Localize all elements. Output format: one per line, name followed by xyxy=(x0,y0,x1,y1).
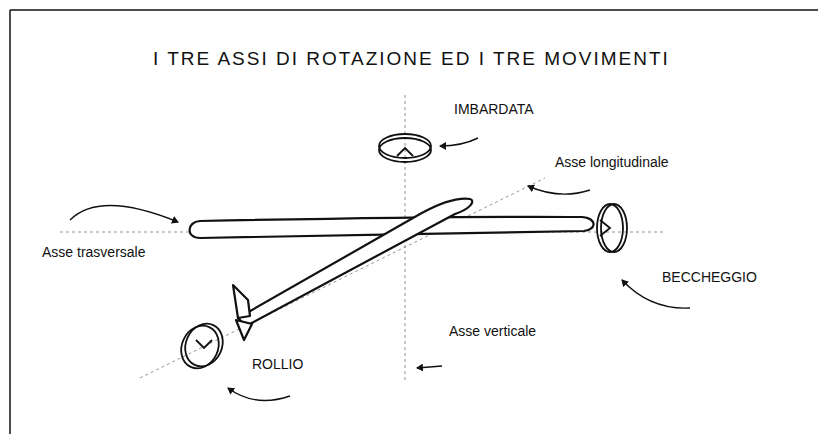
roll-arrowheads xyxy=(196,340,212,348)
motion-label: IMBARDATA xyxy=(452,101,536,118)
diagram-title: I TRE ASSI DI ROTAZIONE ED I TRE MOVIMEN… xyxy=(151,48,672,71)
tail-fin xyxy=(233,285,250,318)
roll-ring xyxy=(178,317,229,372)
axis-label: Asse verticale xyxy=(447,323,538,340)
pointer-arrow xyxy=(440,138,478,146)
fuselage xyxy=(238,199,472,326)
pointer-arrow xyxy=(228,388,290,401)
pitch-ring xyxy=(601,204,627,252)
tail-lower xyxy=(236,320,252,340)
axis-label: Asse longitudinale xyxy=(553,154,671,171)
yaw-ring xyxy=(379,134,431,158)
frame-line xyxy=(9,10,11,434)
pointer-arrow xyxy=(70,205,178,222)
axis-label: Asse trasversale xyxy=(40,244,147,261)
longitudinal-axis xyxy=(140,178,545,378)
pitch-arrowheads xyxy=(600,220,610,236)
motion-label: ROLLIO xyxy=(250,356,305,373)
yaw-arrowheads xyxy=(397,148,413,156)
motion-label: BECCHEGGIO xyxy=(660,269,759,286)
frame-line xyxy=(10,9,818,11)
pointer-arrow xyxy=(528,186,590,194)
pointer-arrow xyxy=(417,366,442,368)
